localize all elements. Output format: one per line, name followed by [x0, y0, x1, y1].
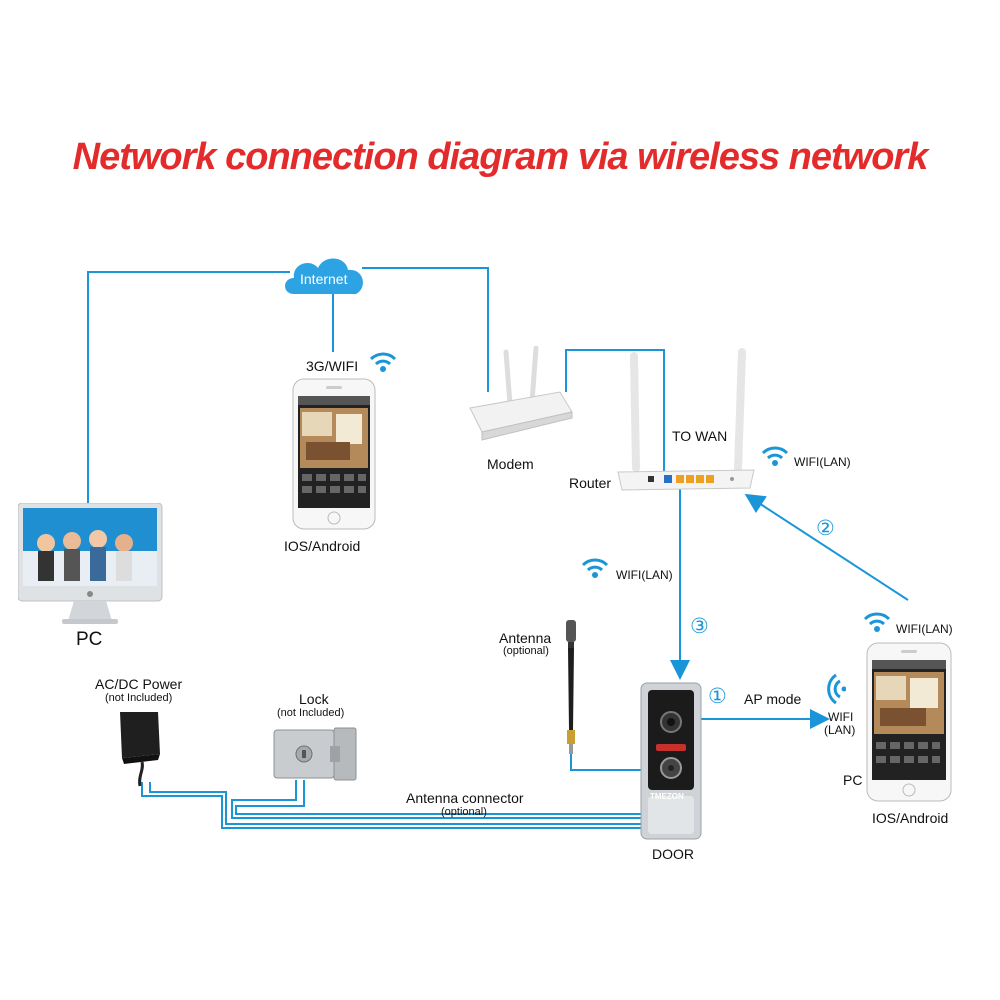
phone-right-label: IOS/Android	[872, 810, 949, 826]
power-label: AC/DC Power	[95, 676, 183, 692]
door-wifi-label: WIFI(LAN)	[616, 568, 673, 582]
door-brand-label: TMEZON	[650, 792, 684, 801]
lock-note: (not Included)	[277, 707, 345, 719]
antenna-label: Antenna	[499, 630, 552, 646]
router-label: Router	[569, 475, 612, 491]
lock-label: Lock	[299, 691, 329, 707]
cloud-icon	[285, 258, 363, 294]
line-modem-router	[565, 349, 665, 478]
router-wifi-label: WIFI(LAN)	[794, 455, 851, 469]
line-lock-door-2	[235, 780, 642, 815]
modem-label: Modem	[487, 456, 534, 472]
ap-mode-label: AP mode	[744, 691, 802, 707]
to-wan-label: TO WAN	[672, 428, 728, 444]
wifi-icon	[581, 558, 609, 578]
line-antenna-door	[570, 752, 642, 771]
smartphone-icon	[292, 378, 376, 530]
phone-top-label: IOS/Android	[284, 538, 361, 554]
router-icon	[617, 348, 755, 491]
door-label: DOOR	[652, 846, 694, 862]
wifi-icon	[863, 612, 891, 632]
phone-top-conn-label: 3G/WIFI	[306, 358, 359, 374]
wifi-icon	[827, 673, 846, 705]
step-1-marker: ①	[708, 685, 727, 708]
antenna-connector-note: (optional)	[441, 806, 487, 818]
antenna-connector-label: Antenna connector	[406, 790, 524, 806]
phone-right-pc-label: PC	[843, 772, 863, 788]
power-note: (not Included)	[105, 692, 173, 704]
power-adapter-icon	[120, 712, 160, 787]
step-3-marker: ③	[690, 615, 709, 638]
antenna-note: (optional)	[503, 645, 549, 657]
modem-icon	[469, 346, 573, 441]
internet-label: Internet	[300, 271, 348, 287]
desktop-pc-icon	[18, 503, 163, 624]
pc-left-label: PC	[76, 629, 103, 650]
wifi-icon	[369, 352, 397, 372]
line-phone-router	[744, 493, 909, 601]
line-power-door-2	[149, 782, 642, 825]
line-pc-internet	[87, 271, 290, 505]
page-title: Network connection diagram via wireless …	[72, 136, 929, 178]
ap-wifi-label-line2: (LAN)	[824, 723, 856, 737]
ap-wifi-label-line1: WIFI	[828, 710, 854, 724]
smartphone-icon	[866, 642, 952, 802]
line-power-door	[141, 782, 642, 829]
wifi-icon	[761, 446, 789, 466]
line-lock-door	[231, 780, 642, 819]
doorbell-camera-icon	[640, 682, 702, 840]
step-2-marker: ②	[816, 517, 835, 540]
phone-wifi-label: WIFI(LAN)	[896, 622, 953, 636]
antenna-icon	[566, 620, 576, 754]
line-internet-modem	[362, 267, 489, 392]
electric-lock-icon	[273, 727, 357, 781]
